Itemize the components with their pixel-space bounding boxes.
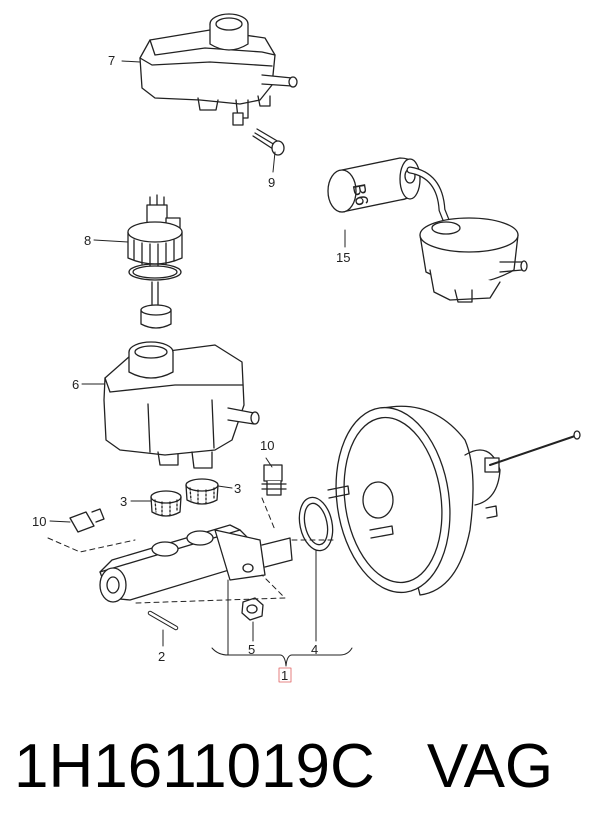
seal-3-right — [185, 478, 219, 505]
master-cylinder-1 — [99, 524, 293, 603]
caption: 1H1611019C VAG — [14, 722, 594, 812]
callout-9: 9 — [268, 175, 275, 190]
reservoir-6 — [103, 341, 260, 469]
hose-marking: B6 — [349, 182, 373, 207]
callout-7: 7 — [108, 53, 115, 68]
pressure-sensor-10-left — [69, 508, 105, 533]
part-number: 1H1611019C — [14, 732, 375, 801]
dashed-guides — [47, 497, 336, 604]
seal-3-left — [150, 490, 182, 517]
reservoir-7 — [139, 13, 298, 126]
callout-10-right: 10 — [260, 438, 274, 453]
leader-lines — [49, 60, 346, 647]
callouts: 7 9 15 8 6 10 3 3 10 2 5 4 1 — [32, 53, 350, 683]
callout-4: 4 — [311, 642, 318, 657]
bracket-1 — [211, 579, 353, 667]
callout-8: 8 — [84, 233, 91, 248]
callout-10-left: 10 — [32, 514, 46, 529]
callout-3-right: 3 — [234, 481, 241, 496]
callout-6: 6 — [72, 377, 79, 392]
callout-3-left: 3 — [120, 494, 127, 509]
brand-name: VAG — [426, 732, 554, 801]
vacuum-hose-15 — [327, 157, 528, 303]
nut-5 — [241, 597, 264, 621]
pressure-sensor-10-right — [261, 464, 287, 496]
reservoir-cap-8 — [127, 194, 183, 329]
callout-1: 1 — [281, 668, 288, 683]
screw-9 — [252, 128, 285, 156]
brake-booster — [327, 405, 581, 596]
parts-diagram: 7 9 15 8 6 10 3 3 10 2 5 4 1 B6 — [32, 13, 581, 683]
callout-2: 2 — [158, 649, 165, 664]
callout-1-highlight — [278, 667, 292, 683]
pin-2 — [147, 610, 179, 631]
callout-15: 15 — [336, 250, 350, 265]
gasket-4 — [298, 496, 334, 552]
callout-5: 5 — [248, 642, 255, 657]
